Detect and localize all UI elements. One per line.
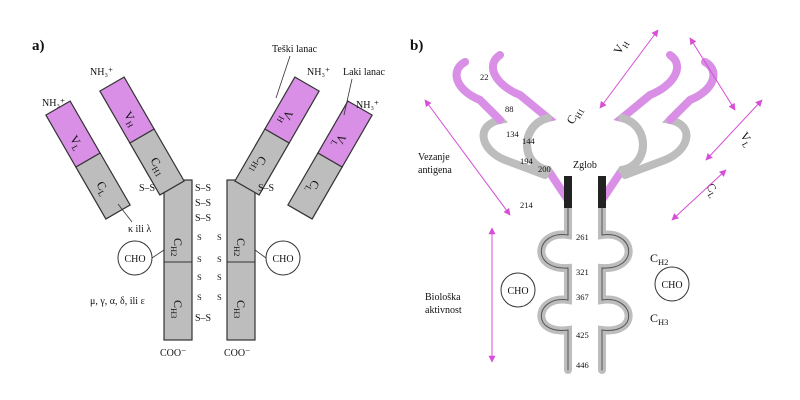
b-left-cho-circle (500, 272, 536, 308)
kappa-lambda-pointer (117, 203, 133, 223)
ss-bond-light-right: S–S (258, 183, 274, 194)
panel-a-label: a) (32, 38, 45, 54)
s-mark: S (197, 254, 202, 264)
nh3-label-1: NH₃⁺ (42, 98, 65, 109)
b-right-cho-label: CHO (661, 280, 682, 291)
residue-22: 22 (480, 72, 489, 82)
residue-88: 88 (505, 104, 514, 114)
ss-bond-3: S–S (195, 213, 211, 224)
vl-arrow (705, 99, 763, 161)
residue-425: 425 (576, 330, 589, 340)
s-mark: S (217, 292, 222, 302)
right-coo-label: COO⁻ (224, 348, 250, 359)
right-ch1-domain (234, 128, 290, 196)
ss-bond-4: S–S (195, 313, 211, 324)
s-mark: S (217, 272, 222, 282)
heavy-chain-stems (537, 196, 633, 374)
b-right-cho-circle (654, 266, 690, 302)
right-light-chain: VL CL (287, 100, 373, 220)
residue-214: 214 (520, 200, 534, 210)
light-chain-pointer (343, 78, 353, 116)
stem-intrachain-s: S S S S S S S S (197, 232, 222, 302)
left-heavy-stem-outline (540, 199, 569, 371)
left-light-chain: VL CL (45, 100, 131, 220)
residue-194: 194 (520, 156, 534, 166)
residue-144: 144 (522, 136, 536, 146)
residue-200: 200 (538, 164, 551, 174)
kappa-lambda-label: κ ili λ (128, 224, 151, 235)
heavy-classes-label: μ, γ, α, δ, ili ε (90, 296, 145, 307)
right-heavy-stem-outline (601, 199, 630, 371)
left-ch2-label: CH2 (169, 238, 185, 256)
bio-activity-label-2: aktivnost (425, 305, 462, 316)
residue-367: 367 (576, 292, 589, 302)
nh3-label-2: NH₃⁺ (90, 67, 113, 78)
right-ch3-label: CH3 (232, 300, 248, 318)
residue-261: 261 (576, 232, 589, 242)
nh3-label-4: NH₃⁺ (356, 100, 379, 111)
antigen-binding-arrow (424, 99, 511, 216)
panel-b-label: b) (410, 38, 423, 54)
left-heavy-chain-stem (163, 179, 193, 341)
left-ch1-domain (129, 128, 185, 196)
b-ch3-label: CH3 (650, 311, 668, 327)
right-heavy-chain-stem (226, 179, 256, 341)
residue-134: 134 (506, 129, 520, 139)
left-ch1-trace (523, 114, 552, 174)
s-mark: S (197, 292, 202, 302)
heavy-chain-pointer (275, 55, 291, 99)
right-ch2-label: CH2 (232, 238, 248, 256)
bio-activity-label-1: Biološka (425, 292, 461, 303)
residue-446: 446 (576, 360, 589, 370)
panel-a: a) VH CH1 VL CL VH CH1 (32, 38, 385, 359)
left-coo-label: COO⁻ (160, 348, 186, 359)
panel-b: b) Zglob 22 88 134 144 (410, 29, 763, 374)
antigen-binding-label-1: Vezanje (418, 152, 450, 163)
antigen-binding-label-2: antigena (418, 165, 452, 176)
hinge-label: Zglob (573, 160, 597, 171)
right-heavy-stem-trace (598, 196, 633, 374)
left-ch3-label: CH3 (169, 300, 185, 318)
b-vh-label: VH (610, 37, 631, 58)
left-vl-label: VL (65, 133, 86, 153)
vl-range-arrow (689, 37, 736, 111)
s-mark: S (197, 232, 202, 242)
b-vl-label: VL (736, 130, 757, 150)
right-cho-pointer (254, 249, 267, 259)
left-cho-pointer (151, 249, 165, 259)
ss-bond-light-left: S–S (139, 183, 155, 194)
b-left-cho-label: CHO (507, 286, 528, 297)
residue-321: 321 (576, 267, 589, 277)
right-cho-label: CHO (272, 254, 293, 265)
b-ch2-label: CH2 (650, 251, 668, 267)
left-vh-label: VH (119, 109, 140, 130)
ss-bond-1: S–S (195, 183, 211, 194)
vh-arrow (599, 29, 659, 109)
s-mark: S (217, 254, 222, 264)
heavy-chain-label: Teški lanac (272, 44, 318, 55)
b-ch1-label: CH1 (563, 104, 586, 128)
left-cho-label: CHO (124, 254, 145, 265)
right-ch1-trace (618, 114, 647, 174)
left-hinge-block (564, 176, 572, 208)
right-vl-label: VL (328, 131, 349, 151)
ss-bond-2: S–S (195, 198, 211, 209)
s-mark: S (197, 272, 202, 282)
cl-arrow (671, 169, 727, 221)
right-vh-label: VH (275, 107, 296, 128)
left-cl-domain (75, 152, 131, 220)
left-heavy-stem-trace (537, 196, 572, 374)
left-heavy-arm: VH CH1 (99, 76, 185, 196)
fab-arms (452, 51, 718, 204)
s-mark: S (217, 232, 222, 242)
nh3-label-3: NH₃⁺ (307, 67, 330, 78)
right-hinge-block (598, 176, 606, 208)
light-chain-label: Laki lanac (343, 67, 385, 78)
right-cl-domain (287, 152, 343, 220)
right-heavy-arm: VH CH1 (234, 76, 320, 196)
hinge-disulfides: S–S S–S S–S S–S S–S S–S (139, 183, 274, 324)
b-annotation-arrows (424, 29, 763, 363)
